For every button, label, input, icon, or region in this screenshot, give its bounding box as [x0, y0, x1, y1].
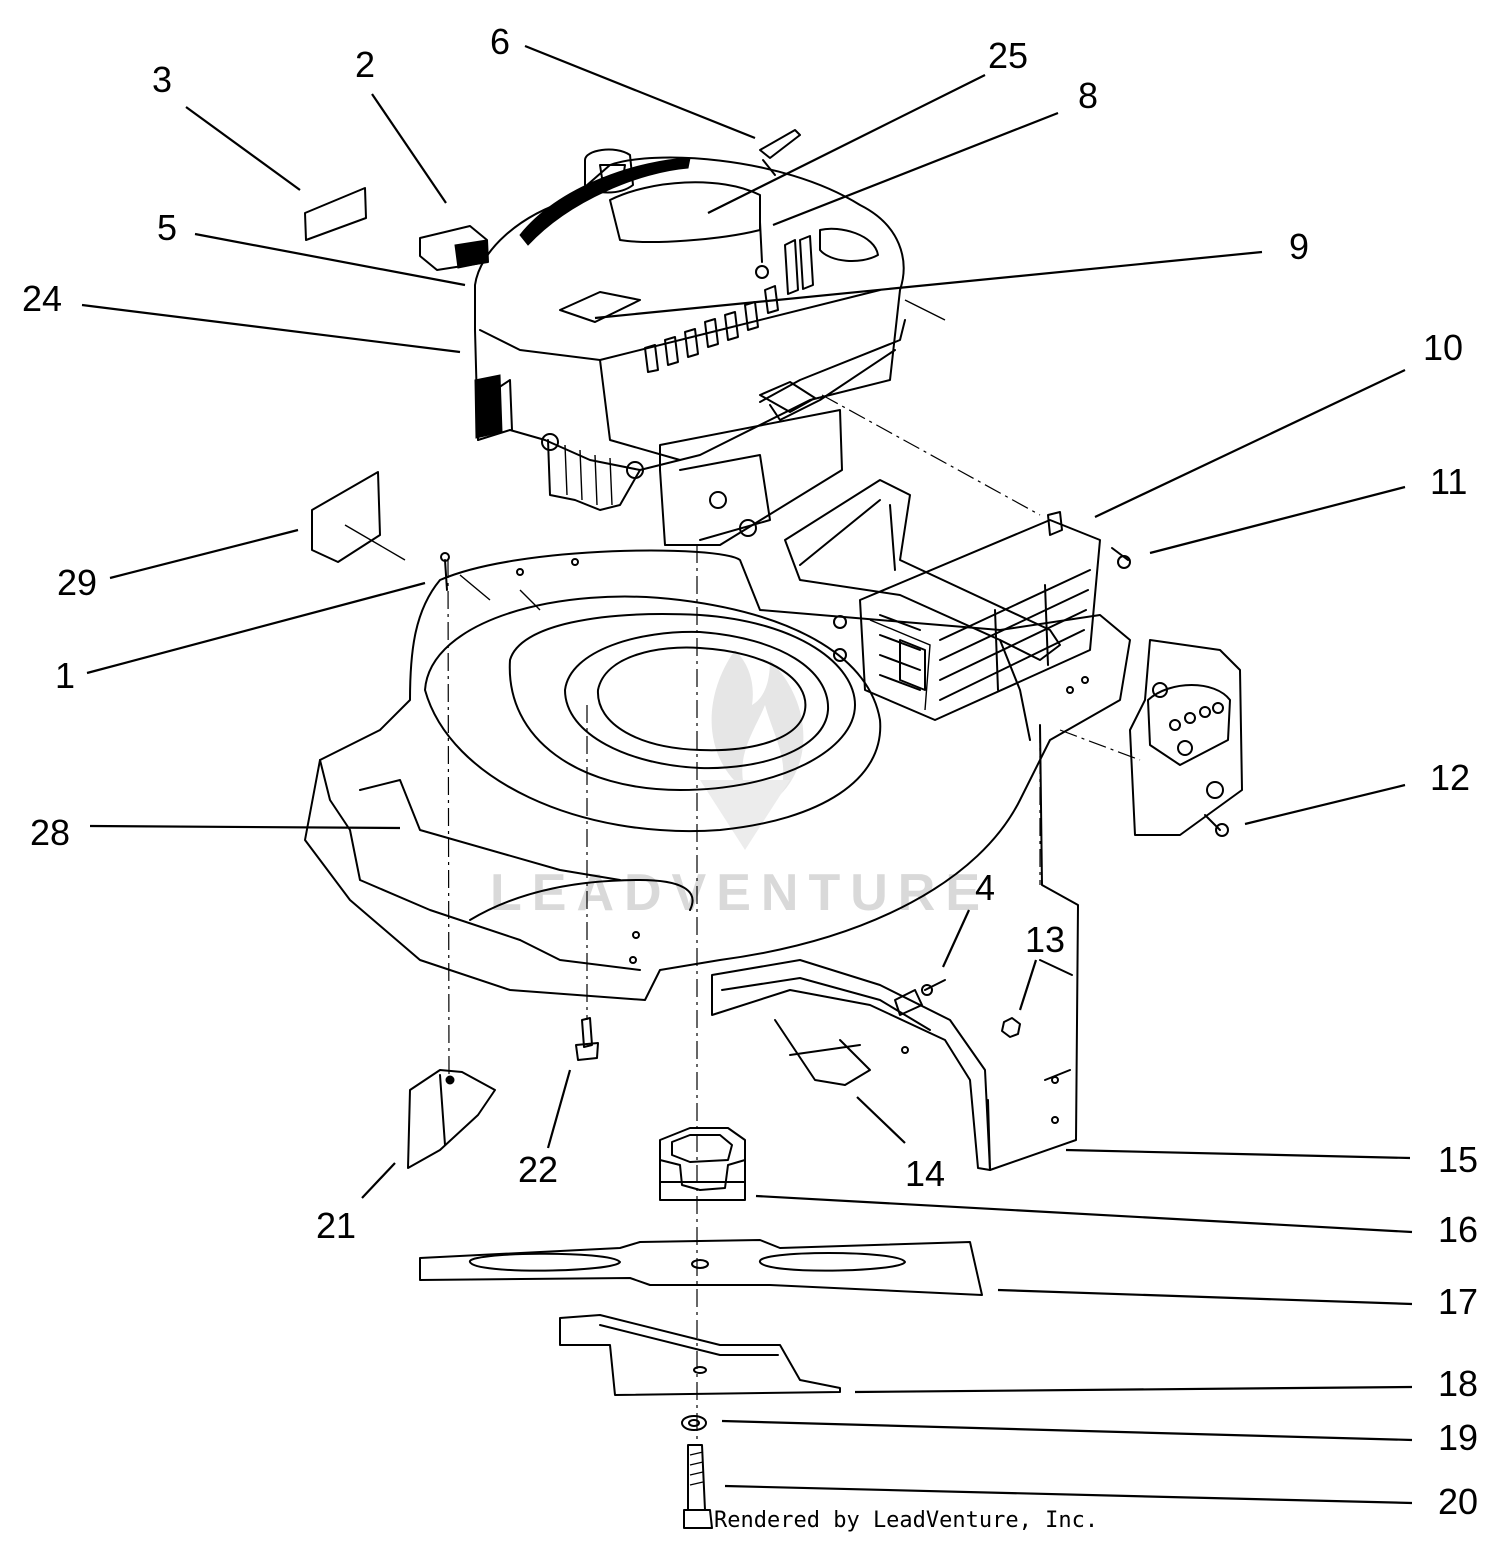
- mulch-blade-18: [559, 1314, 841, 1396]
- callout-12: 12: [1430, 757, 1470, 798]
- washer-19: [681, 1415, 707, 1431]
- dipstick-6: [759, 129, 801, 176]
- callout-3: 3: [152, 59, 172, 100]
- watermark-text: LEADVENTURE: [490, 864, 990, 922]
- callout-25: 25: [988, 35, 1028, 76]
- callout-16: 16: [1438, 1209, 1478, 1250]
- bolt-22: [575, 1017, 599, 1061]
- bolt-11: [1111, 547, 1131, 569]
- bolts-guard: [833, 615, 847, 662]
- bolt-4: [921, 979, 946, 996]
- callout-20: 20: [1438, 1481, 1478, 1522]
- callout-14: 14: [905, 1153, 945, 1194]
- callout-labels: 1 2 3 4 5 6 8 9 10 11 12 13 14 15 16 17 …: [22, 21, 1478, 1522]
- callout-22: 22: [518, 1149, 558, 1190]
- mower-deck-28: [304, 549, 1131, 1001]
- callout-21: 21: [316, 1205, 356, 1246]
- callout-8: 8: [1078, 75, 1098, 116]
- screw-8: [755, 221, 769, 279]
- callout-15: 15: [1438, 1139, 1478, 1180]
- callout-18: 18: [1438, 1363, 1478, 1404]
- callout-11: 11: [1430, 461, 1467, 502]
- engine-mount-bracket: [659, 381, 843, 546]
- callout-28: 28: [30, 812, 70, 853]
- callout-1: 1: [55, 655, 75, 696]
- pin-1: [440, 552, 450, 591]
- callout-13: 13: [1025, 919, 1065, 960]
- rear-guard-10: [859, 511, 1101, 721]
- nut-13: [1001, 1017, 1021, 1038]
- callout-19: 19: [1438, 1417, 1478, 1458]
- mulch-baffle-14: [711, 959, 991, 1171]
- decal-3: [304, 187, 367, 241]
- height-adjuster-12: [1129, 639, 1243, 836]
- callout-9: 9: [1289, 226, 1309, 267]
- leader-lines: [81, 44, 1413, 1505]
- blade-adapter-16: [659, 1127, 746, 1201]
- engine-assembly: [474, 148, 946, 511]
- callout-4: 4: [975, 867, 995, 908]
- decal-29: [311, 471, 406, 563]
- render-credit: Rendered by LeadVenture, Inc.: [714, 1508, 1098, 1533]
- callout-10: 10: [1423, 327, 1463, 368]
- discharge-tunnel: [784, 479, 1061, 661]
- callout-24: 24: [22, 278, 62, 319]
- wheel-bracket-21: [407, 1069, 496, 1169]
- blade-17: [419, 1239, 983, 1296]
- assembly-axes: [447, 394, 1141, 1445]
- air-filter-2: [419, 225, 489, 271]
- blade-bolt-20: [683, 1444, 713, 1529]
- callout-2: 2: [355, 44, 375, 85]
- callout-6: 6: [490, 21, 510, 62]
- callout-29: 29: [57, 562, 97, 603]
- callout-17: 17: [1438, 1281, 1478, 1322]
- watermark: LEADVENTURE: [490, 650, 990, 922]
- bolt-12: [1204, 814, 1229, 837]
- callout-5: 5: [157, 207, 177, 248]
